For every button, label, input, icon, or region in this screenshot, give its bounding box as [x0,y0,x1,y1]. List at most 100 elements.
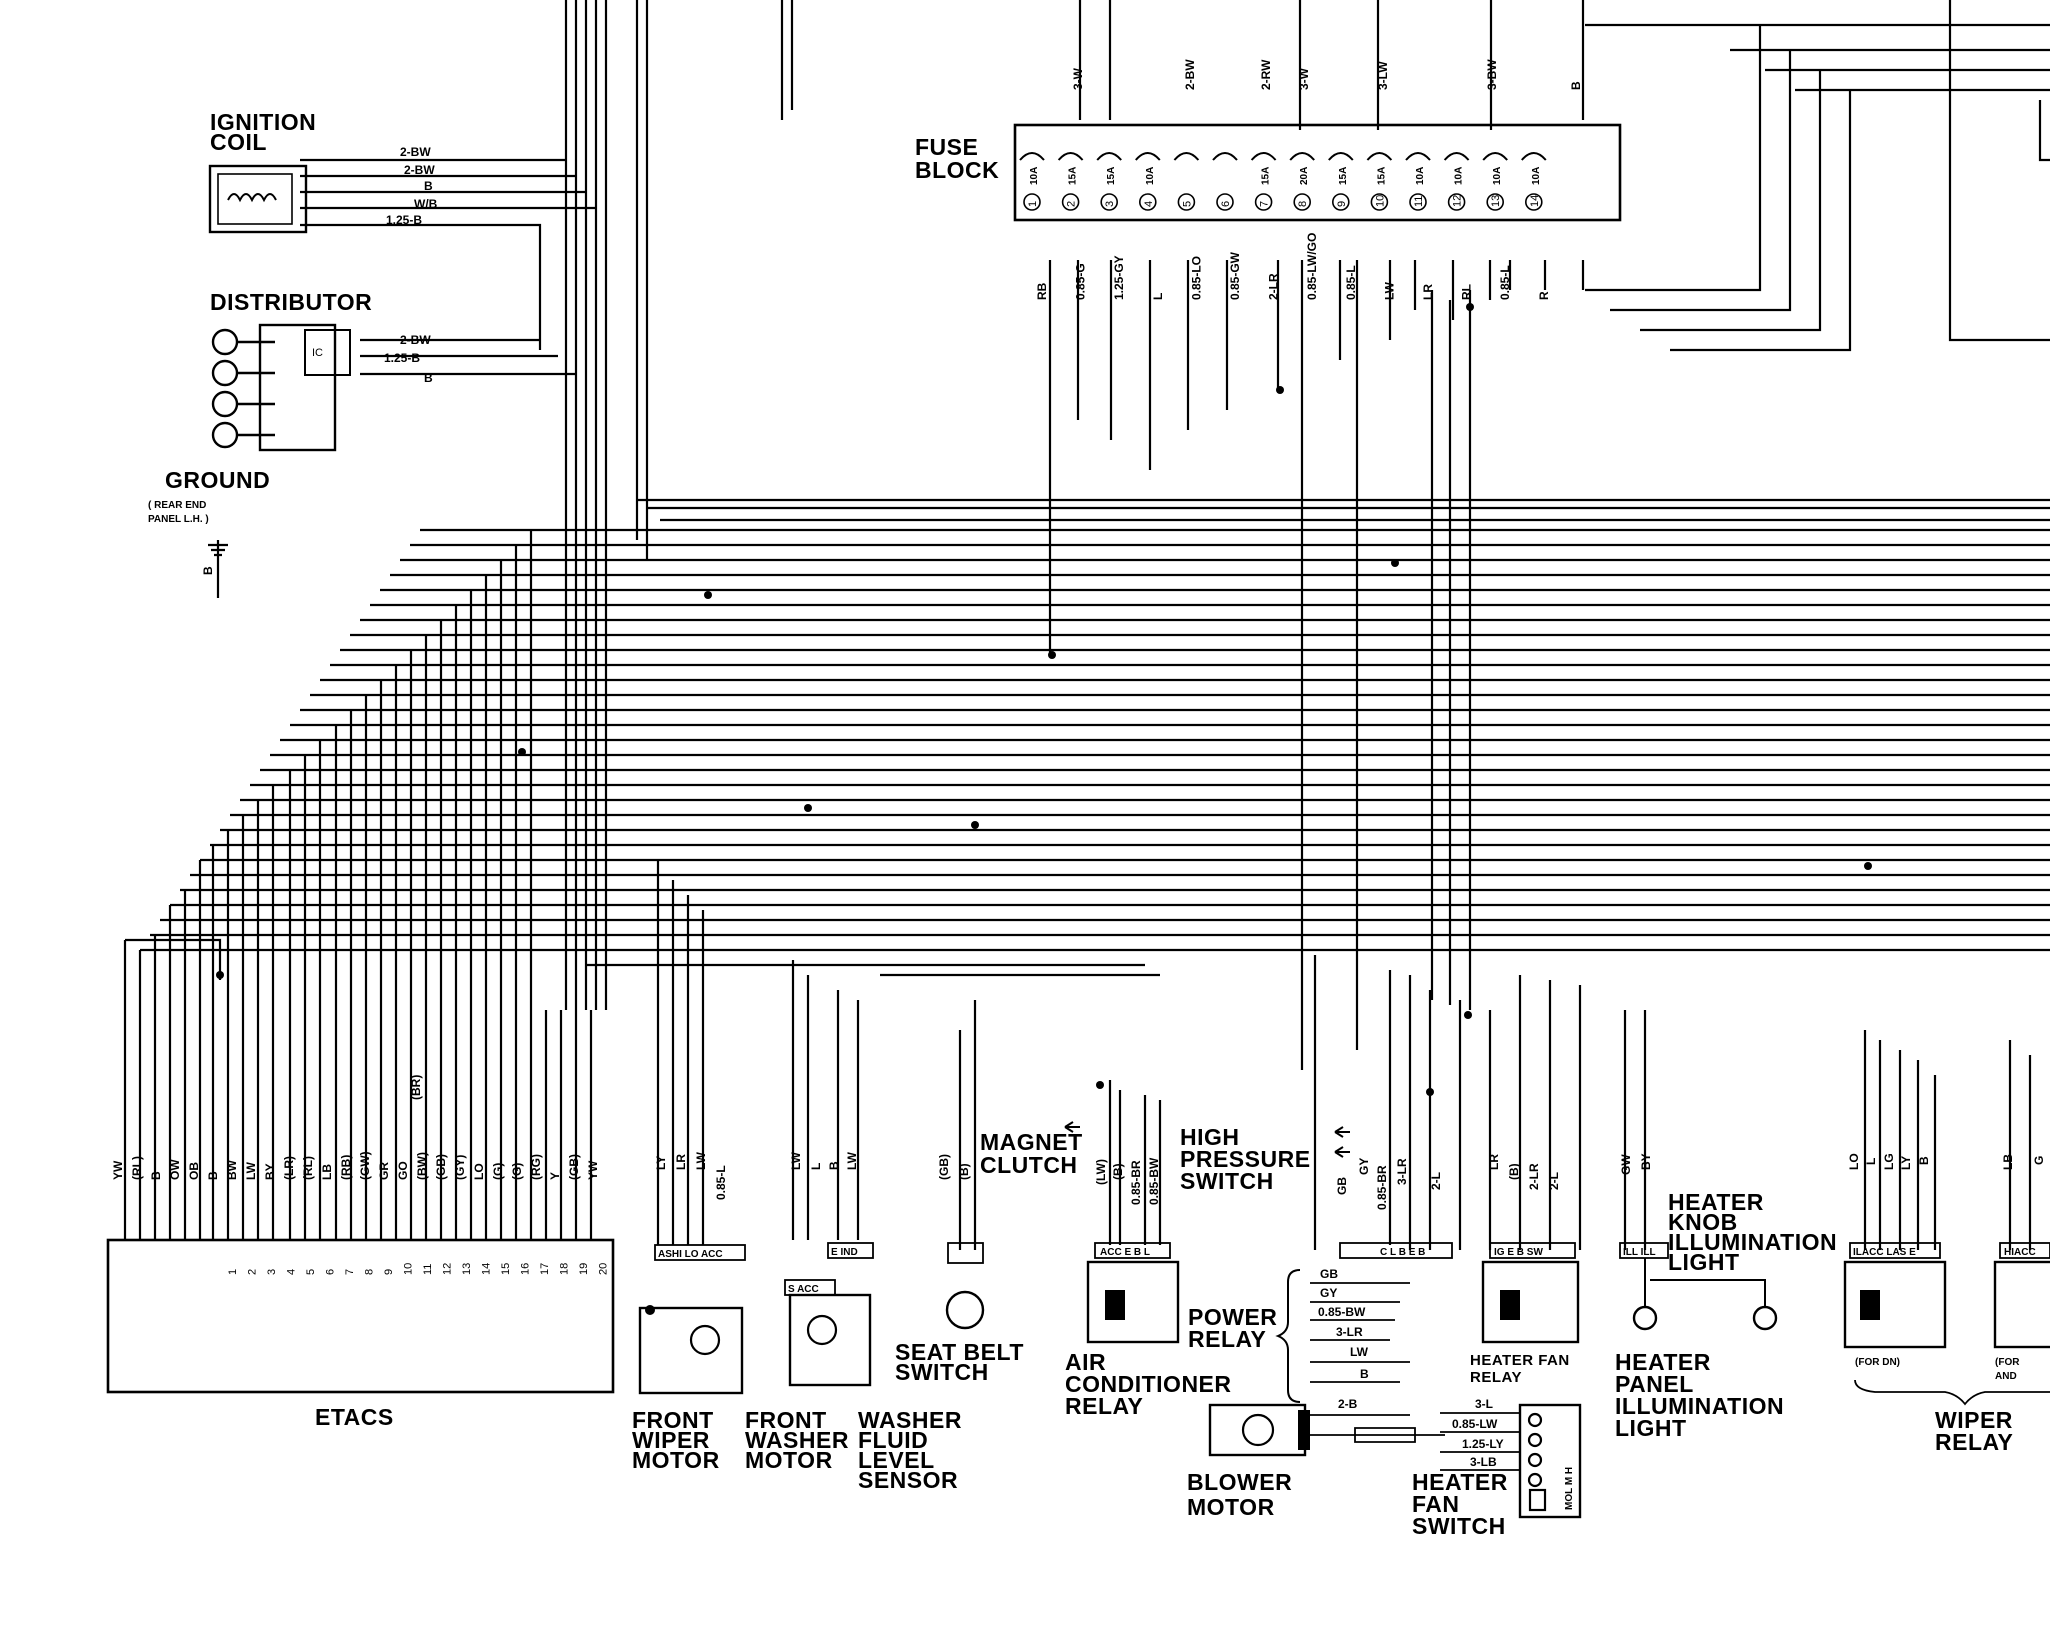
fuse-bottom-wire: R [1537,291,1551,300]
ac-relay-wire-4: 0.85-BW [1147,1157,1161,1205]
power-relay-wire-2: GY [1320,1286,1337,1300]
heater-fan-relay-wire-4: 2-L [1547,1172,1561,1190]
fuse-bottom-wire: 0.85-LW/GO [1305,233,1319,300]
dist-wire-2: 1.25-B [384,351,420,365]
fuse-number-circle [1023,193,1041,211]
etacs-wire: OB [187,1162,201,1180]
fuse-rating: 15A [1068,167,1079,185]
fuse-block-label-1: FUSE [915,134,978,160]
etacs-wire: (BW) [415,1152,429,1180]
power-relay-wire-6: B [1360,1367,1369,1381]
fuse-bottom-wire: 1.25-GY [1112,255,1126,300]
dist-wire-3: B [424,371,433,385]
fuse-number: 5 [1181,201,1193,207]
wiper-motor-wire-1: LY [654,1156,668,1170]
ignition-coil-label-2: COIL [210,129,267,155]
heater-fan-relay: IG E B SW HEATER FAN RELAY LR (B) 2-LR 2… [1470,1154,1580,1386]
power-relay: C L B E B POWER RELAY GB GY 0.85-BW 3-LR… [1188,1242,1453,1403]
power-relay-wire-5: LW [1350,1345,1369,1359]
etacs-wire: (GB) [434,1154,448,1180]
washer-wire-3: B [827,1161,841,1170]
heater-fan-relay-pins: IG E B SW [1494,1247,1543,1258]
knob-light-label-3: ILLUMINATION [1668,1229,1837,1255]
washer-sensor-label-1: WASHER [858,1407,962,1433]
seat-belt-switch-label-2: SWITCH [895,1359,989,1385]
etacs-wire: LB [320,1164,334,1180]
fuse-number: 7 [1259,201,1271,207]
fuse-number: 4 [1143,201,1155,207]
ac-relay-wire-2: (B) [1111,1163,1125,1180]
wiper-relay-label-1: WIPER [1935,1407,2013,1433]
hp-switch-label-2: PRESSURE [1180,1146,1311,1172]
etacs-wire: (RG) [529,1154,543,1180]
fuse-rating: 10A [1415,167,1426,185]
fuse-number-circle [1447,193,1466,211]
power-relay-wire-3: 0.85-BW [1318,1305,1366,1319]
fuse-number-circle [1409,193,1427,211]
etacs-wire: GO [396,1161,410,1180]
etacs-wire: B [206,1171,220,1180]
dist-wire-1: 2-BW [400,333,431,347]
wire-network [123,0,2050,1250]
fuse-number: 10 [1374,195,1386,207]
distributor-label: DISTRIBUTOR [210,289,372,315]
ign-wire-2: 2-BW [404,163,435,177]
fuse-number: 1 [1027,201,1039,207]
heater-fan-switch-pins: MOL M H [1564,1467,1575,1510]
ign-wire-5: 1.25-B [386,213,422,227]
fuse-rating: 10A [1492,167,1503,185]
fuse-number-circle [1332,193,1350,211]
fuse-link [1212,152,1238,161]
fuse-top-wire: 2-BW [1183,59,1197,90]
hp-wire-5: 2-L [1429,1172,1443,1190]
heater-fan-relay-label-2: RELAY [1470,1369,1522,1386]
blower-wire-3: 0.85-LW [1452,1417,1498,1431]
etacs-pin: 9 [383,1269,395,1275]
fuse-rating: 15A [1338,167,1349,185]
fuse-bottom-wire: 2-LR [1267,273,1281,300]
ign-wire-4: W/B [414,197,438,211]
seat-belt-switch: SEAT BELT SWITCH (GB) (B) [895,1154,1023,1385]
fuse-bottom-wire: 0.85-G [1074,263,1088,300]
ground-location-1: ( REAR END [148,500,206,511]
fuse-link [1096,152,1122,161]
wiper-motor-wire-2: LR [674,1154,688,1170]
fuse-top-wire: 3-W [1297,67,1311,90]
ignition-coil-label-1: IGNITION [210,109,316,135]
blower-wire-2: 3-L [1475,1397,1493,1411]
fuse-number-circle [1525,193,1543,211]
panel-light-label-2: PANEL [1615,1371,1694,1397]
air-conditioner-relay: ACC E B L AIR CONDITIONER RELAY (LW) (B)… [1065,1157,1232,1419]
wiper-relay-wire-2: L [1864,1158,1878,1165]
front-wiper-motor-label-1: FRONT [632,1407,714,1433]
ac-relay-label-2: CONDITIONER [1065,1371,1232,1397]
etacs-pin: 11 [422,1264,434,1275]
power-relay-wire-1: GB [1320,1267,1338,1281]
fuse-bottom-wire: 0.85-LO [1189,256,1203,300]
fuse-link [1366,152,1393,161]
hp-wire-1: GB [1335,1177,1349,1195]
fuse-top-wire: 3-W [1071,67,1085,90]
washer-sensor-pins: E IND [831,1247,858,1258]
magnet-clutch-label-2: CLUTCH [980,1152,1078,1178]
panel-light-label-4: LIGHT [1615,1415,1687,1441]
blower-wire-5: 3-LB [1470,1455,1497,1469]
seat-belt-wire-2: (B) [957,1163,971,1180]
hp-switch-label-3: SWITCH [1180,1168,1274,1194]
fuse-number: 11 [1413,196,1425,207]
washer-sensor-label-2: FLUID [858,1427,928,1453]
etacs-wire: LO [472,1163,486,1180]
fuse-link [1173,152,1200,161]
fuse-number: 9 [1336,201,1348,207]
wiper-relay-pins-1: ILACC LAS E [1853,1247,1916,1258]
fuse-link [1521,152,1547,161]
high-pressure-switch: HIGH PRESSURE SWITCH GB GY 0.85-BR 3-LR … [1180,1124,1443,1210]
fuse-link [1135,152,1161,161]
fuse-number: 2 [1066,201,1078,207]
ign-wire-1: 2-BW [400,145,431,159]
etacs-pin: 10 [403,1263,415,1275]
etacs-wire: OW [168,1159,182,1180]
wiper-motor-pins: ASHI LO ACC [658,1249,723,1260]
